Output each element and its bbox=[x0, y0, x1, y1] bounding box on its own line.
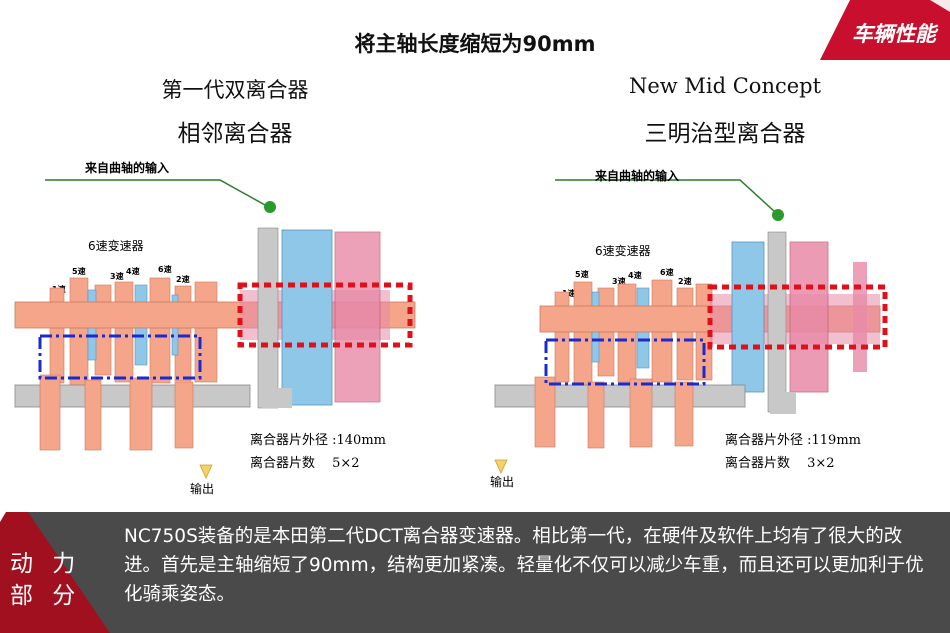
right-gear-label: 6速 bbox=[660, 267, 674, 277]
right-input-leader bbox=[555, 179, 776, 213]
left-gearbox-highlight bbox=[38, 334, 202, 380]
right-lower-gears bbox=[534, 376, 694, 449]
category-tag-shape bbox=[800, 0, 950, 60]
left-spec-count: 离合器片数 5×2 bbox=[250, 455, 360, 471]
right-gear-stack bbox=[554, 279, 713, 388]
right-output-label: 输出 bbox=[490, 474, 514, 489]
footer-section-label-line2: 部 分 bbox=[10, 583, 82, 609]
left-gearbox-label: 6速变速器 bbox=[88, 238, 144, 253]
left-gear-label: 2速 bbox=[176, 274, 190, 284]
right-counter-shaft bbox=[494, 384, 746, 408]
category-tag-label: 车辆性能 bbox=[852, 22, 936, 46]
page-headline: 将主轴长度缩短为90mm bbox=[354, 32, 596, 56]
right-output-arrow-icon bbox=[494, 459, 508, 474]
left-gear-label: 6速 bbox=[158, 264, 172, 274]
right-gear-label: 4速 bbox=[628, 270, 642, 280]
right-input-label: 来自曲轴的输入 bbox=[594, 168, 679, 183]
left-input-label: 来自曲轴的输入 bbox=[84, 160, 169, 175]
left-spec-diameter: 离合器片外径 :140mm bbox=[250, 432, 386, 448]
right-gear-label: 3速 bbox=[612, 276, 626, 286]
footer-body-text: NC750S装备的是本田第二代DCT离合器变速器。相比第一代，在硬件及软件上均有… bbox=[124, 526, 924, 605]
left-mainshaft-highlight bbox=[237, 282, 413, 348]
right-gearbox-highlight bbox=[544, 338, 706, 386]
left-clutch-assembly bbox=[257, 227, 381, 409]
footer-band bbox=[0, 512, 950, 633]
right-title-line1: New Mid Concept bbox=[628, 74, 822, 98]
left-dct-diagram: 来自曲轴的输入 6速变速器 1速 5速 3速 4速 6速 2速 bbox=[14, 160, 416, 496]
footer-section-label-line1: 动 力 bbox=[10, 551, 82, 577]
left-title-line1: 第一代双离合器 bbox=[161, 78, 309, 102]
right-input-dot bbox=[772, 209, 784, 221]
left-output-arrow-icon bbox=[199, 464, 213, 479]
right-clutch-assembly bbox=[731, 231, 867, 414]
category-tag: 车辆性能 bbox=[770, 0, 950, 60]
right-spec-diameter: 离合器片外径 :119mm bbox=[725, 432, 861, 448]
left-gear-label: 4速 bbox=[126, 266, 140, 276]
left-input-leader bbox=[45, 179, 266, 206]
right-gearbox-label: 6速变速器 bbox=[595, 243, 651, 258]
footer-section-label: 动 力 部 分 bbox=[10, 548, 81, 612]
left-output-label: 输出 bbox=[190, 481, 214, 496]
left-gear-label: 5速 bbox=[72, 266, 86, 276]
right-mainshaft-highlight bbox=[707, 284, 888, 350]
footer-section-marker bbox=[0, 512, 110, 633]
right-title-line2: 三明治型离合器 bbox=[644, 121, 806, 147]
left-input-dot bbox=[264, 201, 276, 213]
left-gear-label: 3速 bbox=[110, 271, 124, 281]
right-spec-count: 离合器片数 3×2 bbox=[725, 455, 835, 471]
right-dct-diagram: 来自曲轴的输入 6速变速器 1速 5速 3速 4速 6速 2速 离合器片外径 :… bbox=[490, 168, 888, 489]
left-title-line2: 相邻离合器 bbox=[177, 121, 293, 147]
left-lower-gears bbox=[39, 374, 194, 451]
right-gear-label: 2速 bbox=[678, 276, 692, 286]
left-gear-stack bbox=[49, 277, 218, 389]
right-gear-label: 5速 bbox=[575, 269, 589, 279]
